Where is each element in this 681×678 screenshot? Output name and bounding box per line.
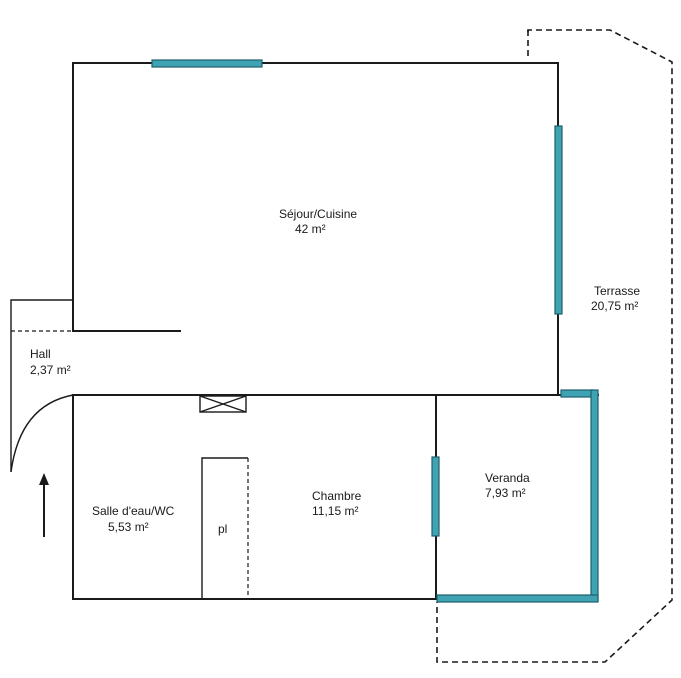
- terrasse-outline: [436, 29, 673, 663]
- hall-wall: [10, 299, 74, 472]
- ventilation-cross-icon: [199, 395, 247, 413]
- hall-name: Hall: [30, 347, 51, 361]
- entrance-door-swing: [10, 394, 74, 473]
- window-veranda-bottom: [436, 594, 599, 603]
- sejour-area: 42 m²: [295, 222, 326, 236]
- veranda-area: 7,93 m²: [485, 486, 526, 500]
- lower-block-wall: [72, 394, 438, 600]
- window-sejour-top: [151, 59, 263, 68]
- terrasse-area: 20,75 m²: [591, 299, 638, 313]
- entrance-arrow-icon: [39, 473, 49, 537]
- window-veranda-right: [590, 389, 599, 601]
- terrasse-name: Terrasse: [594, 284, 640, 298]
- salle-eau-name: Salle d'eau/WC: [92, 504, 175, 518]
- window-veranda-top: [560, 389, 594, 398]
- sejour-name: Séjour/Cuisine: [279, 207, 357, 221]
- window-sejour-right: [554, 125, 563, 315]
- placard-outline: [201, 457, 248, 599]
- hall-area: 2,37 m²: [30, 363, 71, 377]
- placard-label: pl: [218, 522, 227, 536]
- salle-eau-area: 5,53 m²: [108, 520, 149, 534]
- veranda-name: Veranda: [485, 471, 530, 485]
- chambre-name: Chambre: [312, 489, 362, 503]
- chambre-area: 11,15 m²: [312, 504, 358, 518]
- window-chambre: [431, 456, 440, 537]
